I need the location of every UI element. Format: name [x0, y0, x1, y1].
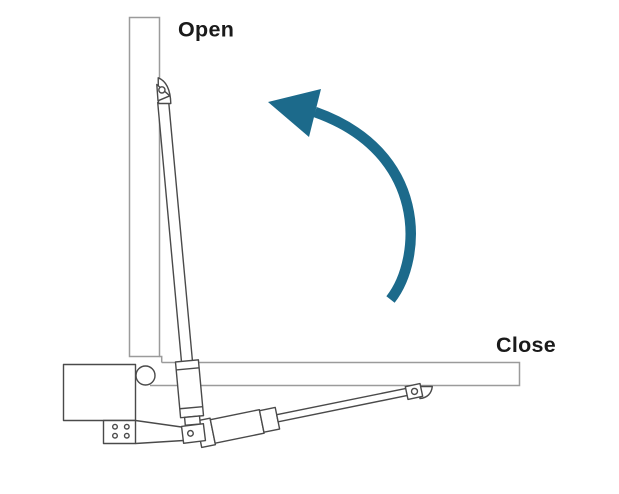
mounting-plate	[102, 419, 137, 445]
bolt-hole	[123, 432, 130, 439]
pivot-bracket	[180, 423, 207, 444]
motor-box	[62, 363, 137, 422]
rod-end-pin-hole	[410, 387, 419, 396]
bolt-hole	[123, 423, 130, 430]
door-panels	[128, 16, 521, 387]
bolt-hole	[111, 423, 118, 430]
actuator-mechanism	[62, 77, 433, 449]
rotation-arrow-curve	[313, 107, 416, 303]
close-label: Close	[496, 333, 556, 357]
cylinder-seam-bottom	[179, 405, 203, 410]
panel-step-line	[159, 355, 163, 363]
pivot-pin-hole	[186, 429, 194, 437]
actuator-body	[209, 408, 265, 444]
hinge-pin	[135, 365, 156, 386]
rotation-arrow-head	[268, 89, 321, 137]
bolt-hole	[111, 432, 118, 439]
top-bracket	[156, 77, 172, 105]
door-panel-open	[128, 16, 161, 358]
top-bracket-pin-hole	[158, 86, 166, 94]
rod-end-bracket	[404, 382, 424, 401]
actuator-retracted	[195, 387, 409, 449]
actuator-extended-rod	[157, 100, 194, 365]
door-panel-closed	[150, 361, 521, 387]
wedge-arm-bottom	[135, 439, 184, 445]
cylinder-seam-top	[176, 367, 200, 371]
wedge-arm-top	[135, 419, 182, 428]
actuator-rod	[275, 387, 409, 423]
actuator-collar	[258, 406, 281, 433]
open-label: Open	[178, 18, 234, 42]
